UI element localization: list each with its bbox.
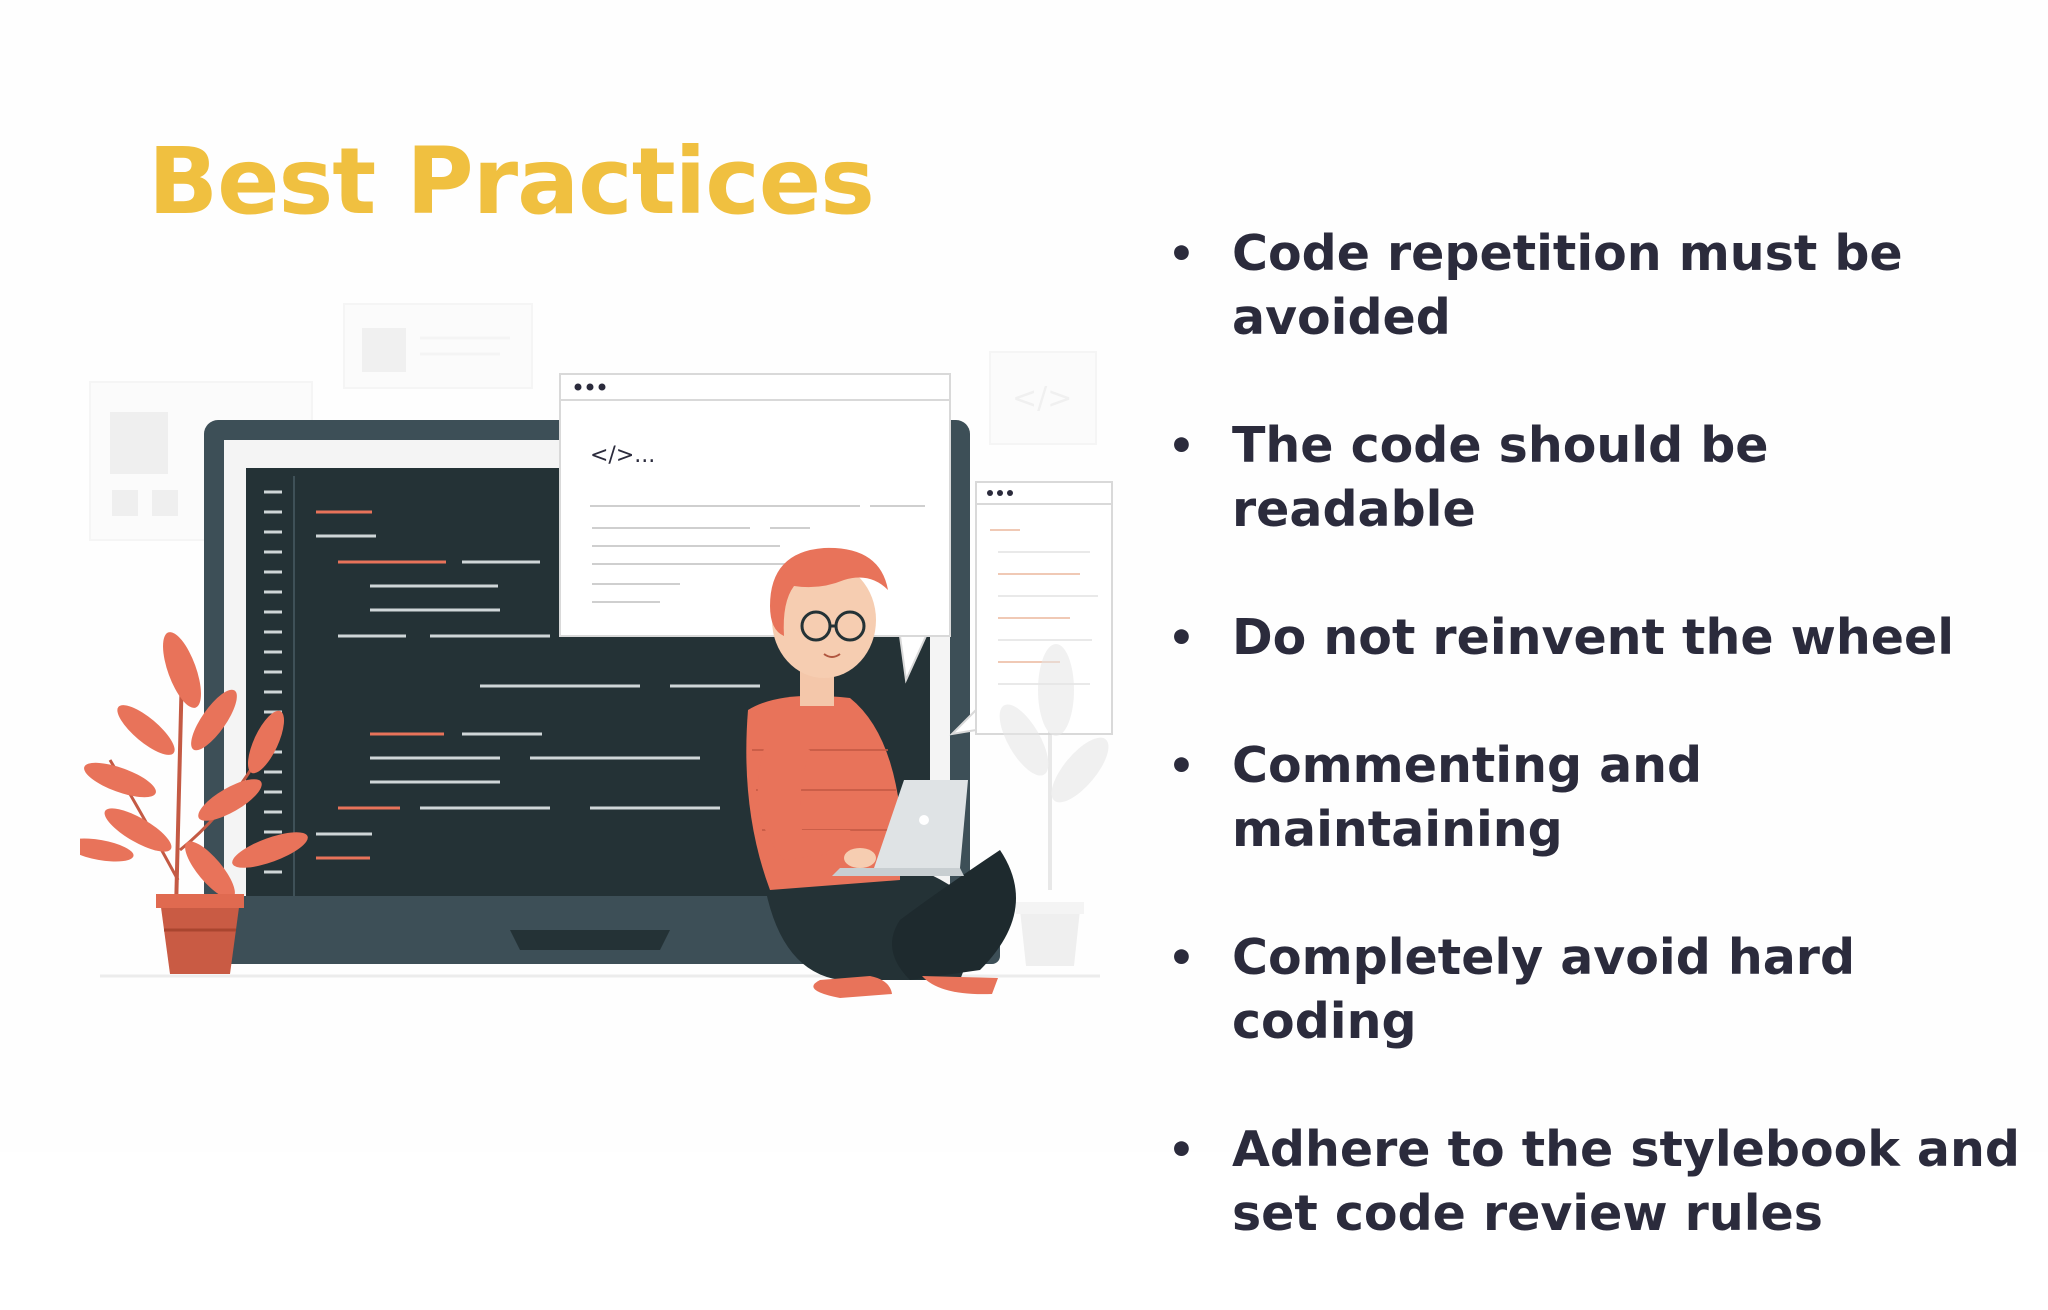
bullet-dot-icon: • (1168, 613, 1195, 662)
bullet-dot-icon: • (1168, 741, 1195, 790)
svg-text:</>: </> (1012, 381, 1072, 416)
bullet-dot-icon: • (1168, 933, 1195, 982)
bullet-dot-icon: • (1168, 421, 1195, 470)
developer-illustration: </> (80, 303, 1113, 998)
list-item-text: Code repetition must be avoided (1232, 225, 1903, 346)
list-item-text: Do not reinvent the wheel (1232, 609, 1955, 666)
list-item: • Adhere to the stylebook and set code r… (1160, 1118, 2020, 1246)
presentation-slide: Best Practices </> (80, 128, 2020, 1242)
bullet-dot-icon: • (1168, 229, 1195, 278)
code-tag-text: </>... (590, 443, 655, 468)
gray-plant-icon (999, 644, 1109, 966)
code-window-icon: </>... (559, 373, 951, 684)
slide-title: Best Practices (148, 128, 875, 235)
list-item-text: Completely avoid hard coding (1232, 929, 1856, 1050)
background-wireframes: </> (89, 303, 1097, 541)
document-window-icon (949, 481, 1113, 736)
list-item: • Code repetition must be avoided (1160, 222, 2020, 350)
list-item: • Commenting and maintaining (1160, 734, 2020, 862)
list-item-text: Adhere to the stylebook and set code rev… (1232, 1121, 2020, 1242)
list-item-text: The code should be readable (1232, 417, 1769, 538)
bullet-dot-icon: • (1168, 1125, 1195, 1174)
list-item: • Completely avoid hard coding (1160, 926, 2020, 1054)
list-item: • The code should be readable (1160, 414, 2020, 542)
best-practices-list: • Code repetition must be avoided • The … (1160, 222, 2020, 1310)
developer-person-icon (746, 547, 1016, 998)
list-item: • Do not reinvent the wheel (1160, 606, 2020, 670)
list-item-text: Commenting and maintaining (1232, 737, 1703, 858)
plant-icon (80, 632, 308, 974)
